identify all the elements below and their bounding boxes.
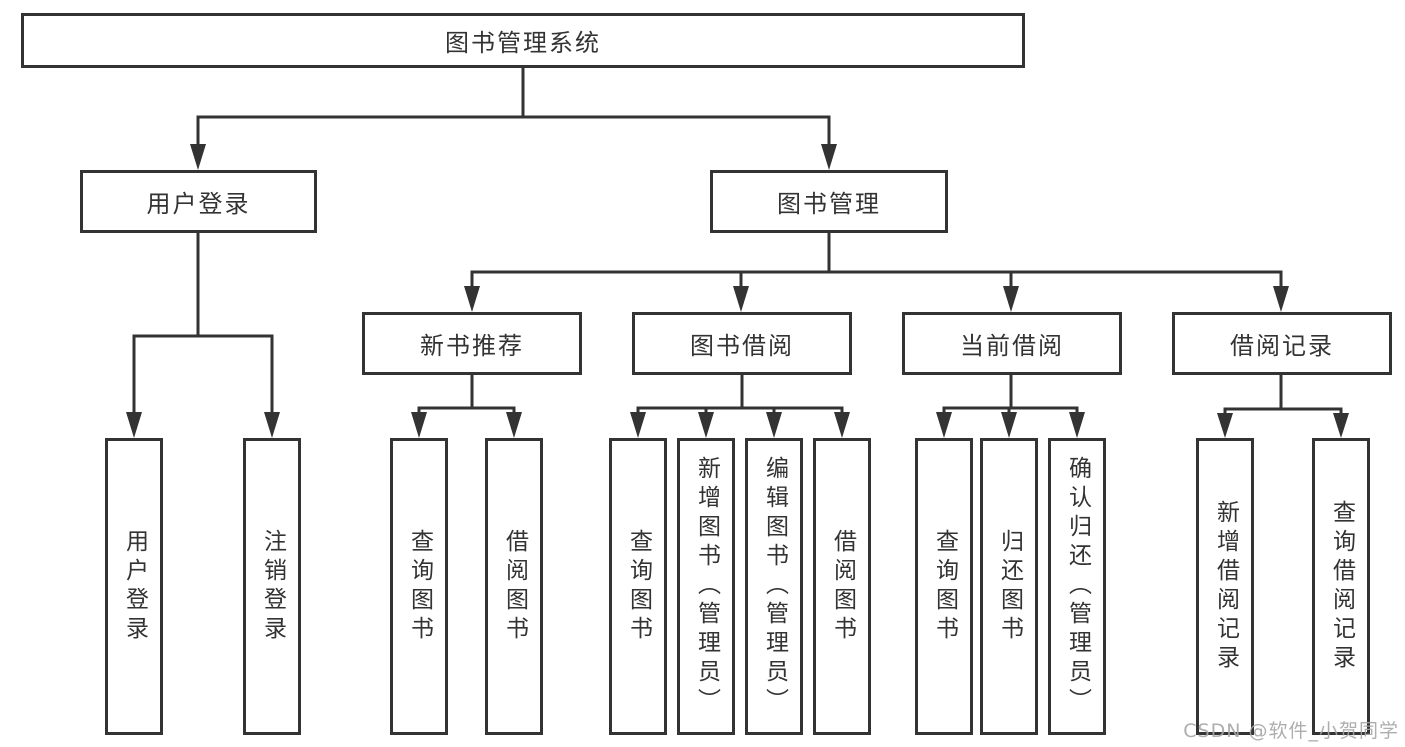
leaf-query-books-2-label: 查询图书 — [625, 528, 652, 645]
leaf-borrow-books-2-label: 借阅图书 — [829, 528, 856, 645]
node-new-book-recommendation-label: 新书推荐 — [420, 332, 524, 360]
node-current-borrowing: 当前借阅 — [902, 312, 1122, 375]
node-borrowing-records-label: 借阅记录 — [1230, 332, 1334, 360]
leaf-borrow-books-1-label: 借阅图书 — [501, 528, 528, 645]
leaf-query-borrow-record: 查询借阅记录 — [1312, 438, 1370, 735]
leaf-query-books-3-label: 查询图书 — [931, 528, 958, 645]
node-library-system-label: 图书管理系统 — [445, 29, 601, 57]
node-book-borrowing-label: 图书借阅 — [690, 332, 794, 360]
leaf-return-books: 归还图书 — [980, 438, 1038, 735]
leaf-add-books-admin-label: 新增图书（管理员） — [693, 456, 720, 717]
node-book-borrowing: 图书借阅 — [632, 312, 852, 375]
leaf-user-login: 用户登录 — [105, 438, 163, 735]
leaf-query-books-2: 查询图书 — [609, 438, 667, 735]
leaf-user-login-label: 用户登录 — [121, 528, 148, 645]
leaf-logout-label: 注销登录 — [259, 528, 286, 645]
leaf-logout: 注销登录 — [243, 438, 301, 735]
node-book-management: 图书管理 — [710, 170, 948, 233]
leaf-query-borrow-record-label: 查询借阅记录 — [1328, 499, 1355, 674]
node-current-borrowing-label: 当前借阅 — [960, 332, 1064, 360]
leaf-add-books-admin: 新增图书（管理员） — [677, 438, 735, 735]
leaf-add-borrow-record-label: 新增借阅记录 — [1212, 499, 1239, 674]
watermark: CSDN @软件_小贺同学 — [1183, 720, 1399, 742]
leaf-edit-books-admin-label: 编辑图书（管理员） — [761, 456, 788, 717]
node-user-login: 用户登录 — [80, 170, 317, 233]
leaf-borrow-books-2: 借阅图书 — [813, 438, 871, 735]
leaf-confirm-return-admin: 确认归还（管理员） — [1048, 438, 1106, 735]
leaf-borrow-books-1: 借阅图书 — [485, 438, 543, 735]
leaf-edit-books-admin: 编辑图书（管理员） — [745, 438, 803, 735]
leaf-confirm-return-admin-label: 确认归还（管理员） — [1064, 456, 1091, 717]
leaf-query-books-1: 查询图书 — [390, 438, 448, 735]
leaf-return-books-label: 归还图书 — [996, 528, 1023, 645]
node-library-system: 图书管理系统 — [21, 13, 1025, 68]
node-book-management-label: 图书管理 — [777, 190, 881, 218]
leaf-query-books-3: 查询图书 — [915, 438, 973, 735]
leaf-add-borrow-record: 新增借阅记录 — [1196, 438, 1254, 735]
node-new-book-recommendation: 新书推荐 — [362, 312, 582, 375]
node-borrowing-records: 借阅记录 — [1172, 312, 1392, 375]
node-user-login-label: 用户登录 — [146, 190, 251, 218]
leaf-query-books-1-label: 查询图书 — [406, 528, 433, 645]
